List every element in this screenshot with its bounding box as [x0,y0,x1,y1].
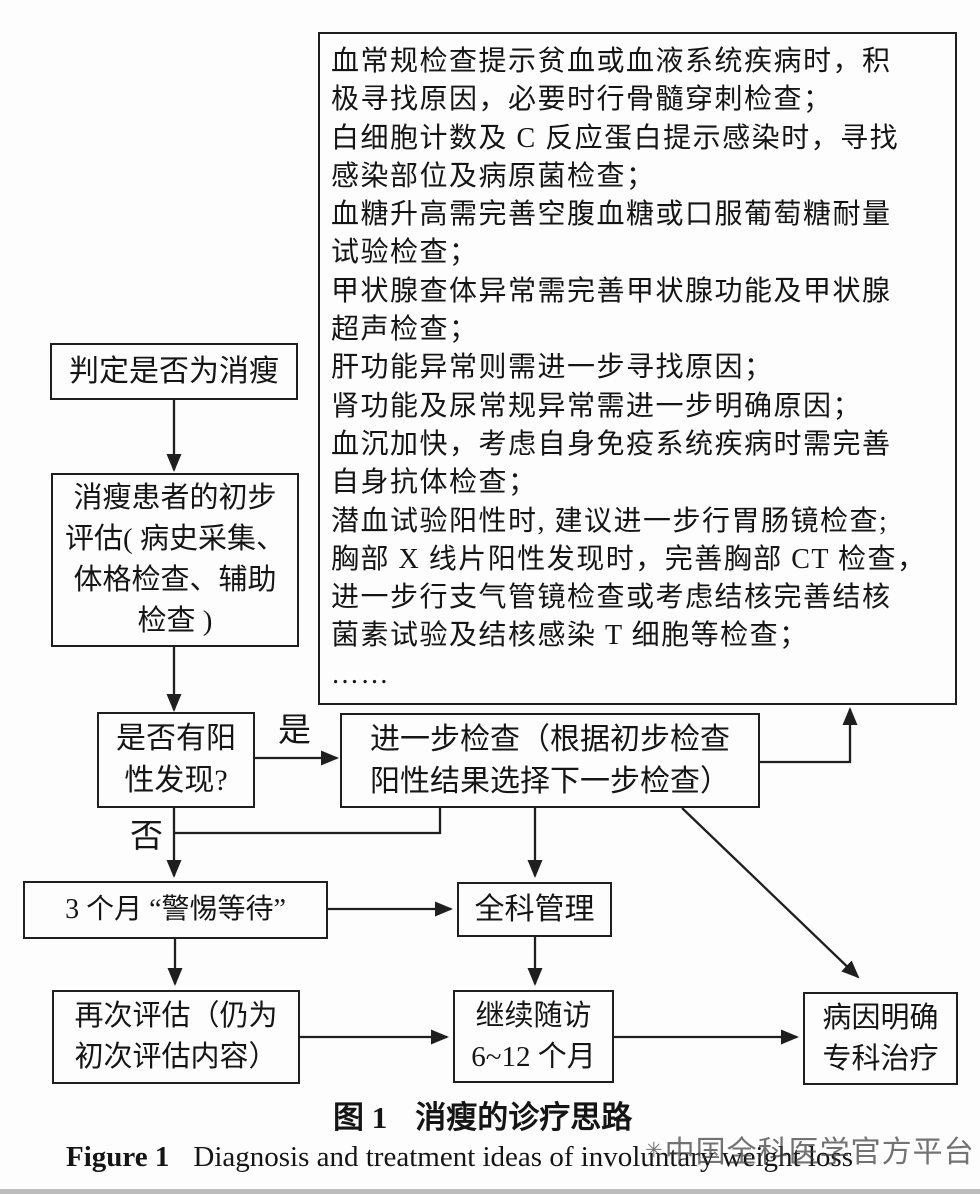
watermark: ✳中国全科医学官方平台 [645,1127,975,1171]
text-line: 肝功能异常则需进一步寻找原因； [331,352,774,384]
text-line: 感染部位及病原菌检查； [331,160,656,192]
box-further-examination: 进一步检查（根据初步检查阳性结果选择下一步检查） [340,713,760,808]
text-line: 肾功能及尿常规异常需进一步明确原因； [331,390,863,422]
box-gp-management-label: 全科管理 [474,892,595,926]
box-watchful-waiting: 3 个月 “警惕等待” [23,881,328,939]
arrow-further-to-specialist [681,807,860,979]
caption-zh-title: 消瘦的诊疗思路 [415,1100,633,1135]
box-continue-followup: 继续随访 6~12 个月 [453,990,614,1083]
arrow-further-to-notes [760,707,858,764]
text-line: 菌素试验及结核感染 T 细胞等检查； [331,620,809,652]
text-line: 极寻找原因，必要时行骨髓穿刺检查； [331,84,833,116]
text-line: 血沉加快，考虑自身免疫系统疾病时需完善 [331,428,892,460]
text-line: 初次评估内容） [74,1041,278,1073]
text-line: 进一步检查（根据初步检查 [370,722,730,756]
text-line: …… [331,658,390,690]
text-line: 专科治疗 [822,1042,939,1075]
text-line: 自身抗体检查； [331,467,538,499]
box-initial-evaluation: 消瘦患者的初步评估( 病史采集、体格检查、辅助检查 ) [51,473,299,647]
text-line: 6~12 个月 [471,1040,596,1073]
text-line: 性发现? [124,764,228,797]
text-line: 体格检查、辅助 [73,564,277,596]
text-line: 胸部 X 线片阳性发现时，完善胸部 CT 检查， [331,543,927,575]
box-specialist-treatment: 病因明确专科治疗 [803,992,958,1085]
box-positive-findings-decision: 是否有阳性发现? [97,712,255,808]
text-line: 再次评估（仍为 [74,1000,278,1032]
caption-en: Figure 1 Diagnosis and treatment ideas of… [66,1141,853,1174]
caption-zh-number: 图 1 [333,1100,388,1135]
label-yes: 是 [278,713,311,749]
box-determine-label: 判定是否为消瘦 [69,354,279,388]
watermark-star-icon: ✳ [645,1139,664,1162]
text-line: 白细胞计数及 C 反应蛋白提示感染时，寻找 [331,122,900,154]
box-determine-weight-loss: 判定是否为消瘦 [50,343,298,400]
caption-en-title: Diagnosis and treatment ideas of involun… [193,1141,853,1173]
text-line: 甲状腺查体异常需完善甲状腺功能及甲状腺 [331,275,892,307]
text-line: 病因明确 [822,1001,939,1034]
text-line: 血常规检查提示贫血或血液系统疾病时，积 [331,46,892,77]
watermark-text: 中国全科医学官方平台 [664,1136,975,1169]
text-line: 潜血试验阳性时, 建议进一步行胃肠镜检查; [331,505,889,537]
label-no: 否 [130,819,163,855]
box-gp-management: 全科管理 [457,882,612,937]
lab-findings-notes-box: 血常规检查提示贫血或血液系统疾病时，积极寻找原因，必要时行骨髓穿刺检查； 白细胞计… [318,32,957,705]
cropped-content-strip [0,1189,980,1194]
text-line: 阳性结果选择下一步检查） [370,764,730,798]
text-line: 超声检查； [331,314,479,346]
text-line: 是否有阳 [116,722,236,755]
text-line: 进一步行支气管镜检查或考虑结核完善结核 [331,582,892,614]
text-line: 试验检查； [331,237,479,269]
box-reassessment: 再次评估（仍为初次评估内容） [52,990,300,1084]
text-line: 继续随访 [475,999,592,1032]
text-line: 血糖升高需完善空腹血糖或口服葡萄糖耐量 [331,199,892,231]
caption-zh: 图 1 消瘦的诊疗思路 [333,1092,632,1137]
text-line: 消瘦患者的初步 [73,482,277,514]
connector-further-return [174,806,442,835]
text-line: 检查 ) [137,605,213,637]
box-watchful-waiting-label: 3 个月 “警惕等待” [65,894,286,925]
caption-en-number: Figure 1 [66,1141,170,1173]
text-line: 评估( 病史采集、 [65,523,285,555]
